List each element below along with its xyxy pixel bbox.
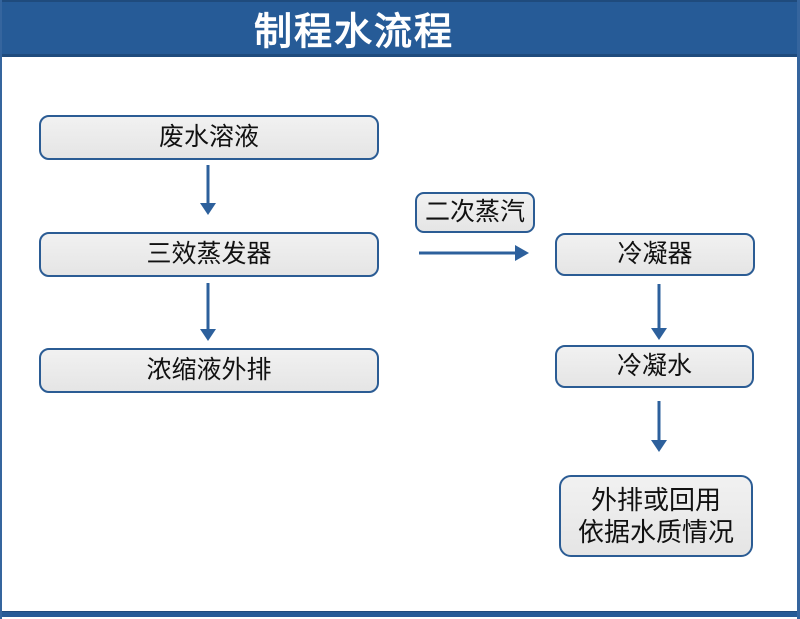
flow-node-condenser: 冷凝器 <box>555 233 755 276</box>
arrow-down-evaporator-to-concentrate-icon <box>200 283 216 341</box>
flow-node-evaporator-label: 三效蒸发器 <box>146 239 272 268</box>
flow-node-discharge: 外排或回用 依据水质情况 <box>559 475 753 557</box>
flow-node-evaporator: 三效蒸发器 <box>39 232 379 277</box>
flow-node-discharge-label-line2: 依据水质情况 <box>577 517 734 547</box>
flow-node-wastewater: 废水溶液 <box>39 115 379 160</box>
arrow-down-condensate-to-discharge-icon <box>651 401 667 452</box>
flow-node-discharge-label-line1: 外排或回用 <box>590 484 721 515</box>
arrow-down-condenser-to-condensate-icon <box>651 284 667 340</box>
title-bar: 制程水流程 <box>2 0 797 57</box>
flow-node-wastewater-label: 废水溶液 <box>158 122 259 151</box>
arrow-down-wastewater-to-evaporator-icon <box>200 165 216 215</box>
flow-node-condensate: 冷凝水 <box>555 345 754 388</box>
flow-label-secondary-steam-text: 二次蒸汽 <box>424 197 525 226</box>
flow-node-concentrate: 浓缩液外排 <box>39 348 379 393</box>
flow-node-condensate-label: 冷凝水 <box>616 351 692 380</box>
flow-node-concentrate-label: 浓缩液外排 <box>146 355 272 384</box>
page-title: 制程水流程 <box>253 11 455 54</box>
footer-accent-bar <box>2 611 797 617</box>
flow-label-secondary-steam: 二次蒸汽 <box>415 192 535 233</box>
arrow-right-evaporator-to-condenser-icon <box>419 245 529 261</box>
flow-node-condenser-label: 冷凝器 <box>617 239 693 268</box>
